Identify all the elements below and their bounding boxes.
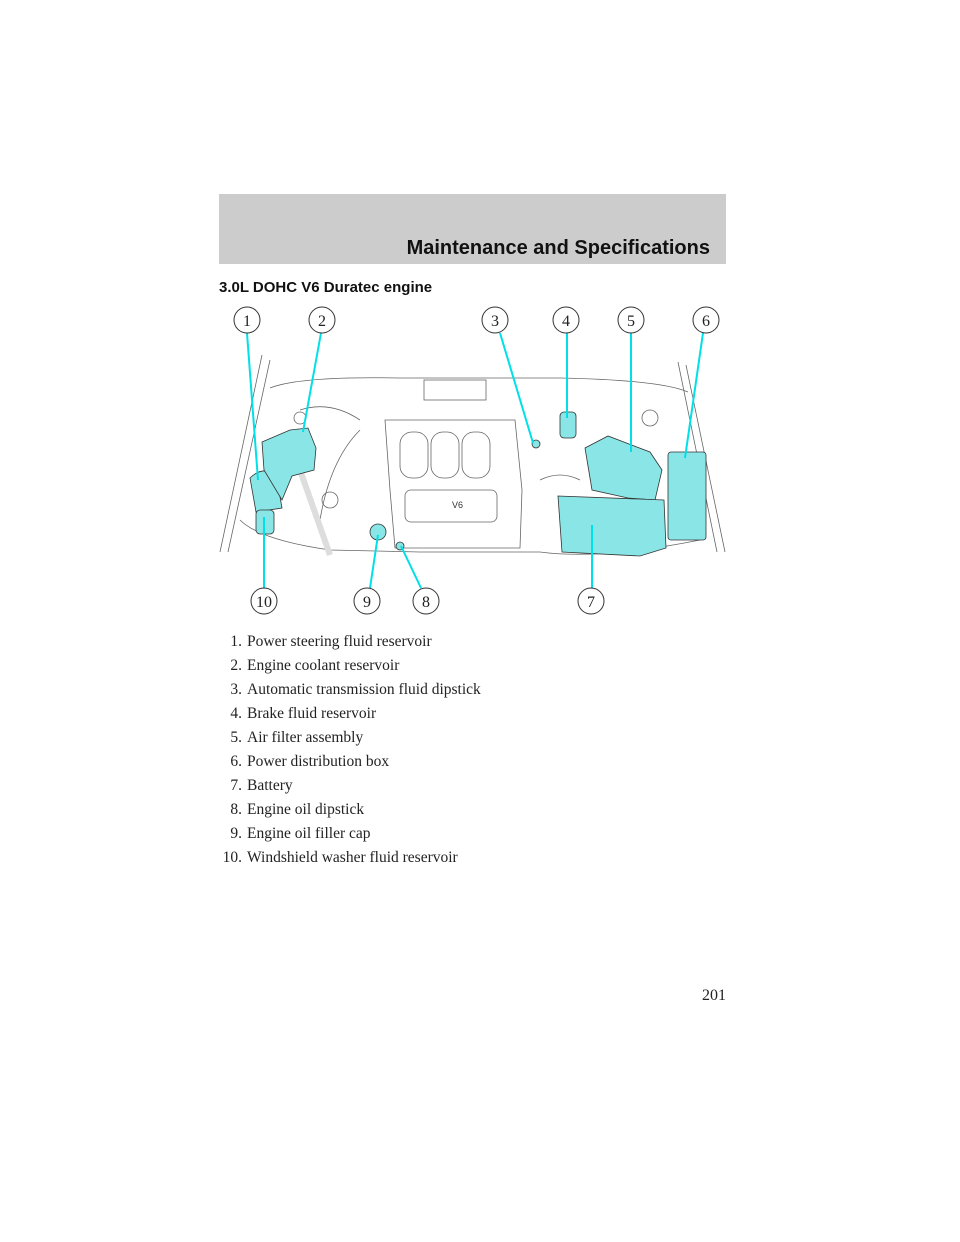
callout-3: 3 [481,306,509,334]
svg-text:4: 4 [562,313,570,330]
air-filter [584,435,663,501]
callout-10: 10 [250,587,278,615]
callout-2: 2 [308,306,336,334]
engine-outline [219,354,726,556]
header-title: Maintenance and Specifications [406,237,710,259]
svg-text:2: 2 [318,313,326,330]
section-title: 3.0L DOHC V6 Duratec engine [219,279,433,296]
svg-text:10: 10 [256,594,272,611]
svg-text:1: 1 [243,313,251,330]
svg-text:6: 6 [702,313,710,330]
list-item: 6.Power distribution box [230,753,390,770]
leader-lines [246,332,704,589]
callout-6: 6 [692,306,720,334]
list-item: 3.Automatic transmission fluid dipstick [230,681,481,698]
callout-9: 9 [353,587,381,615]
list-item: 9.Engine oil filler cap [230,825,371,842]
svg-text:9: 9 [363,594,371,611]
callout-8: 8 [412,587,440,615]
callout-1: 1 [233,306,261,334]
page-number: 201 [702,987,726,1004]
svg-text:5: 5 [627,313,635,330]
battery [557,495,667,557]
list-item: 5.Air filter assembly [230,729,364,746]
svg-text:3: 3 [491,313,499,330]
callout-7: 7 [577,587,605,615]
list-item: 8.Engine oil dipstick [230,801,365,818]
engine-badge: V6 [452,500,463,510]
list-item: 10.Windshield washer fluid reservoir [222,849,458,866]
list-item: 7.Battery [230,777,293,794]
list-item: 2.Engine coolant reservoir [230,657,400,674]
section-header: Maintenance and Specifications [219,194,726,264]
svg-text:8: 8 [422,594,430,611]
trans-dipstick [531,439,541,449]
callout-5: 5 [617,306,645,334]
component-list: 1.Power steering fluid reservoir 2.Engin… [210,632,481,872]
coolant-reservoir [261,427,317,501]
list-item: 4.Brake fluid reservoir [230,705,377,722]
svg-text:7: 7 [587,594,595,611]
engine-compartment-diagram: V6 1 2 3 4 5 6 7 8 9 10 [219,306,726,615]
power-distribution-box [667,451,707,541]
list-item: 1.Power steering fluid reservoir [230,633,432,650]
highlighted-components [249,411,707,557]
callout-4: 4 [552,306,580,334]
